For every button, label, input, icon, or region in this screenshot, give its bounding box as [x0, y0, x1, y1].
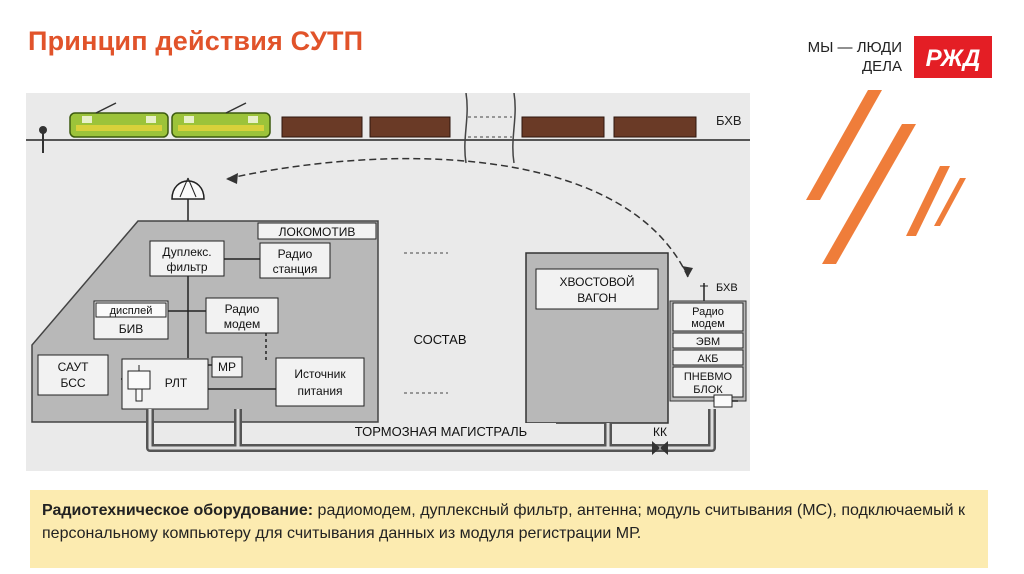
stripe-4	[934, 178, 966, 226]
tail-wagon-label-box	[535, 268, 659, 310]
tail-wagon-line-1: ХВОСТОВОЙ	[560, 274, 635, 289]
radio-link-arc	[225, 157, 689, 278]
bhv-modem-box	[672, 302, 744, 332]
bhv-modem-line-2: модем	[691, 318, 725, 330]
bhv-modem-line-1: Радио	[692, 306, 724, 318]
bhv-antenna-icon	[700, 283, 708, 301]
train-gap	[464, 93, 516, 164]
slogan-line-1: МЫ — ЛЮДИ	[807, 39, 902, 56]
radio-station-line-1: Радио	[278, 247, 313, 261]
evm-label: ЭВМ	[696, 336, 720, 348]
display-label-box	[95, 302, 167, 318]
locomotive-label-box	[257, 222, 377, 240]
radio-arrow-right	[682, 266, 693, 277]
bhv-right-label: БХВ	[716, 282, 738, 294]
equipment-description-text: радиомодем, дуплексный фильтр, антенна; …	[42, 502, 966, 542]
locomotive-label: ЛОКОМОТИВ	[279, 225, 356, 239]
rlt-label: РЛТ	[165, 376, 188, 390]
rlt-crane-icon	[127, 365, 151, 402]
radio-modem-box	[205, 297, 279, 334]
kk-label: КК	[653, 425, 667, 439]
pneumo-line-2: БЛОК	[693, 384, 723, 396]
decorative-stripes	[806, 90, 966, 264]
slide-title: Принцип действия СУТП	[28, 26, 364, 56]
radio-station-box	[259, 242, 331, 279]
biv-label: БИВ	[119, 322, 144, 336]
bhv-connector-icon	[713, 394, 738, 408]
locomotive-1	[69, 102, 169, 138]
brake-line-label-bg	[326, 423, 556, 439]
logo-text: РЖД	[926, 45, 981, 72]
power-source-line-1: Источник	[294, 367, 346, 381]
radio-arrow-left	[226, 173, 238, 184]
mr-label: МР	[218, 360, 236, 374]
akb-label: АКБ	[698, 353, 719, 365]
wagon-1	[281, 116, 363, 138]
sutp-diagram: БХВ ЛОКОМОТИВ Дуплекс. фильтр Радио стан…	[26, 93, 750, 471]
power-source-line-2: питания	[297, 384, 342, 398]
power-source-box	[275, 357, 365, 407]
saut-box	[37, 354, 109, 396]
wagon-3	[521, 116, 605, 138]
end-valve-icon	[652, 441, 668, 455]
wagon-4	[613, 116, 697, 138]
saut-line-1: САУТ	[58, 360, 90, 374]
stripe-3	[906, 166, 950, 236]
equipment-description: Радиотехническое оборудование: радиомоде…	[30, 490, 988, 568]
mr-box	[211, 356, 243, 378]
pneumo-box	[672, 366, 744, 398]
display-label: дисплей	[110, 305, 153, 317]
consist-label: СОСТАВ	[413, 332, 466, 347]
radio-station-line-2: станция	[273, 262, 318, 276]
brake-pipe-inner	[148, 409, 714, 450]
locomotive-2	[171, 102, 271, 138]
radio-modem-line-1: Радио	[225, 302, 260, 316]
saut-line-2: БСС	[60, 376, 85, 390]
brake-line-label: ТОРМОЗНАЯ МАГИСТРАЛЬ	[355, 424, 527, 439]
radio-modem-line-2: модем	[224, 317, 261, 331]
rzd-logo: РЖД	[914, 36, 992, 78]
duplex-filter-line-1: Дуплекс.	[162, 245, 211, 259]
stripe-1	[806, 90, 882, 200]
slogan-line-2: ДЕЛА	[861, 58, 902, 75]
pneumo-line-1: ПНЕВМО	[684, 371, 733, 383]
signal-post	[39, 126, 47, 153]
evm-box	[672, 332, 744, 349]
duplex-filter-line-2: фильтр	[166, 260, 207, 274]
stripe-2	[822, 124, 916, 264]
wagon-2	[369, 116, 451, 138]
akb-box	[672, 349, 744, 366]
tail-wagon-line-2: ВАГОН	[577, 291, 616, 305]
duplex-filter-box	[149, 240, 225, 277]
equipment-description-heading: Радиотехническое оборудование:	[42, 502, 314, 519]
company-slogan: МЫ — ЛЮДИ ДЕЛА	[780, 38, 902, 76]
bhv-top-label: БХВ	[716, 113, 742, 128]
